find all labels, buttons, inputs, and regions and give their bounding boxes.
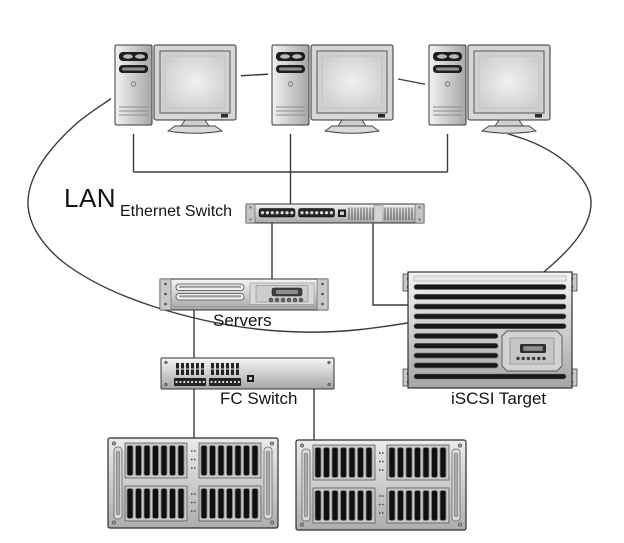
workstation-3-icon xyxy=(424,40,556,135)
iscsi-target-icon xyxy=(402,271,578,389)
link-switch-iscsi xyxy=(372,223,408,306)
ethernet-switch-label: Ethernet Switch xyxy=(120,203,233,220)
lan-label: LAN xyxy=(64,183,117,213)
servers-icon xyxy=(159,278,329,311)
lan-boundary-ellipse xyxy=(27,97,592,333)
link-mon1-ws2 xyxy=(235,73,273,77)
fc-switch-icon xyxy=(160,357,335,390)
iscsi-target-label: iSCSI Target xyxy=(451,389,547,408)
connection-lines xyxy=(132,73,449,443)
disk-array-1-icon xyxy=(108,438,278,528)
link-mon2-ws3 xyxy=(392,77,430,86)
workstation-2-icon xyxy=(267,40,399,135)
workstation-1-icon xyxy=(110,40,242,135)
fc-switch-label: FC Switch xyxy=(220,389,298,408)
servers-label: Servers xyxy=(213,311,272,330)
disk-array-2-icon xyxy=(296,440,466,530)
ethernet-switch-icon xyxy=(245,203,425,224)
